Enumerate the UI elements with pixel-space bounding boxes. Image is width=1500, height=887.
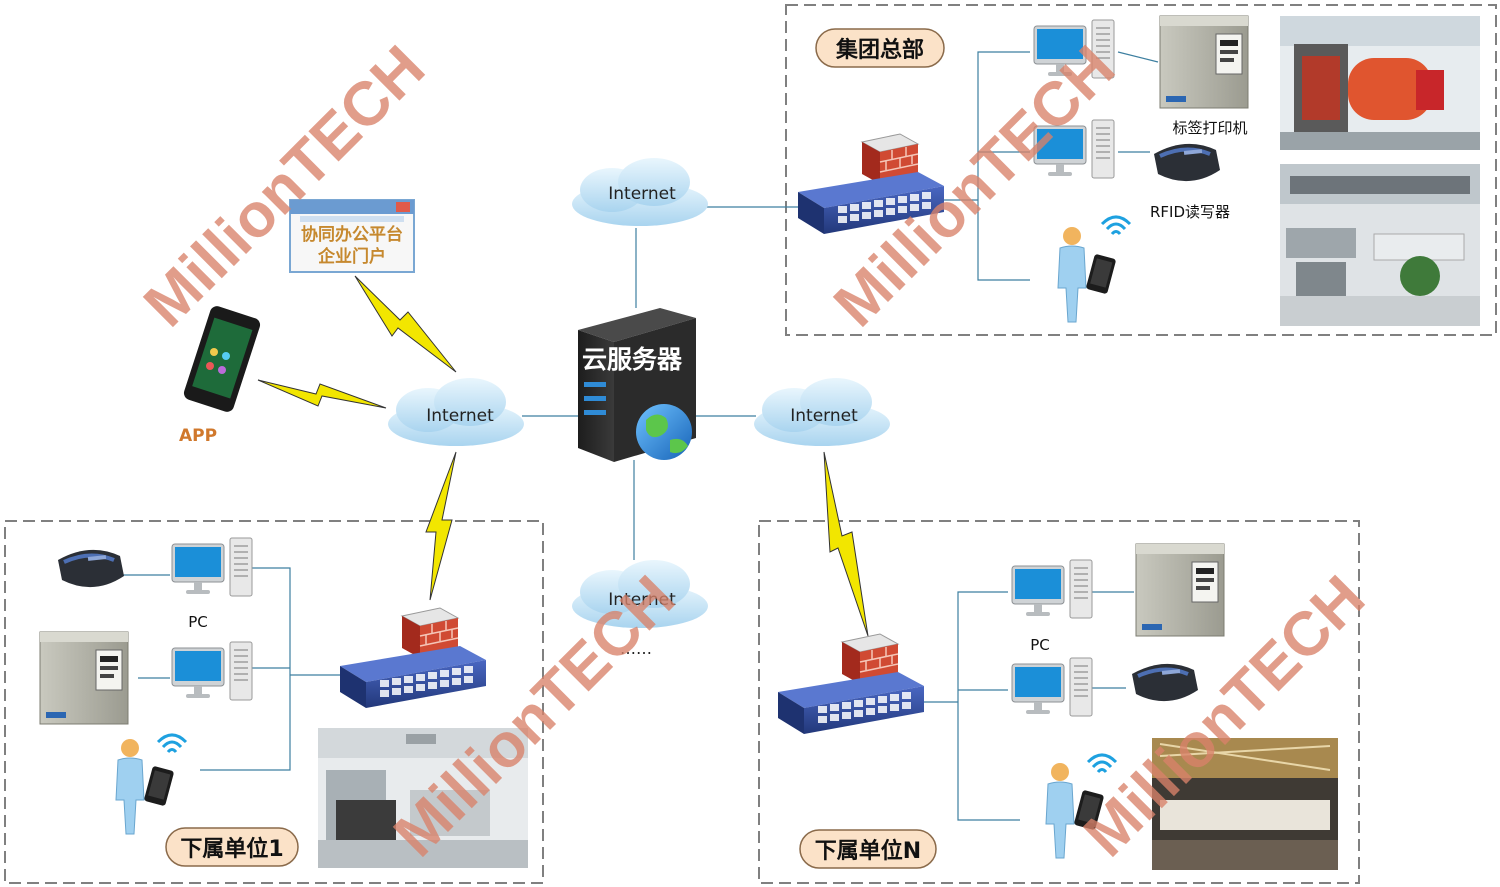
cloud-top-label: Internet (608, 184, 676, 204)
rfid-reader-caption: RFID读写器 (1150, 203, 1230, 221)
sub1-label-printer-icon (39, 631, 129, 725)
sub1-pc-caption: PC (188, 613, 208, 631)
hq-badge: 集团总部 (815, 28, 945, 68)
subN-rfid-reader-icon (1130, 661, 1200, 704)
hq-person-icon (1057, 226, 1117, 323)
sub1-office-photo (318, 728, 528, 868)
hq-title: 集团总部 (835, 37, 924, 63)
subN-wifi-icon (1086, 753, 1118, 774)
hq-boiler-photo (1280, 16, 1480, 150)
sub1-pc-icon-2 (171, 641, 253, 701)
label-printer-caption: 标签打印机 (1172, 119, 1247, 137)
watermark-3: MillionTECH (381, 563, 688, 870)
subN-pc-icon-2 (1011, 657, 1093, 717)
connection-lines (120, 51, 1159, 821)
smartphone-icon (183, 306, 261, 412)
sub1-title: 下属单位1 (180, 836, 283, 862)
subN-badge: 下属单位N (799, 829, 937, 869)
subN-pc-caption: PC (1030, 636, 1050, 654)
watermark-1: MillionTECH (131, 33, 438, 340)
sub1-badge: 下属单位1 (165, 827, 299, 867)
subN-label-printer-icon (1135, 543, 1225, 637)
cloud-bottom-label: Internet (608, 590, 676, 610)
cloud-left-label: Internet (426, 406, 494, 426)
server-label: 云服务器 (582, 345, 683, 374)
cloud-top: Internet (572, 158, 708, 226)
cloud-bottom-more: …… (620, 639, 652, 658)
wireless-links (257, 275, 869, 637)
subN-pc-icon-1 (1011, 559, 1093, 619)
app-label: APP (179, 426, 217, 446)
hq-label-printer-icon (1159, 15, 1249, 109)
subN-switch-icon (778, 672, 924, 734)
hq-group-border (785, 4, 1497, 336)
hq-office-photo (1280, 164, 1480, 326)
sub1-pc-icon-1 (171, 537, 253, 597)
cloud-right: Internet (754, 378, 890, 446)
cloud-right-label: Internet (790, 406, 858, 426)
portal-window: 协同办公平台 企业门户 (289, 199, 415, 273)
subN-title: 下属单位N (815, 838, 921, 864)
subN-office-photo (1152, 738, 1338, 870)
portal-line2: 企业门户 (317, 246, 386, 267)
sub1-rfid-reader-icon (56, 547, 126, 590)
cloud-left: Internet (388, 378, 524, 446)
hq-rfid-reader-icon (1152, 141, 1222, 184)
cloud-server: 云服务器 (578, 308, 696, 462)
sub1-person-icon (115, 738, 175, 835)
hq-wifi-icon (1100, 215, 1132, 236)
subN-group-border (758, 520, 1360, 884)
cloud-bottom: Internet …… (572, 560, 708, 658)
portal-line1: 协同办公平台 (301, 224, 403, 245)
sub1-wifi-icon (156, 733, 188, 754)
sub1-switch-icon (340, 646, 486, 708)
